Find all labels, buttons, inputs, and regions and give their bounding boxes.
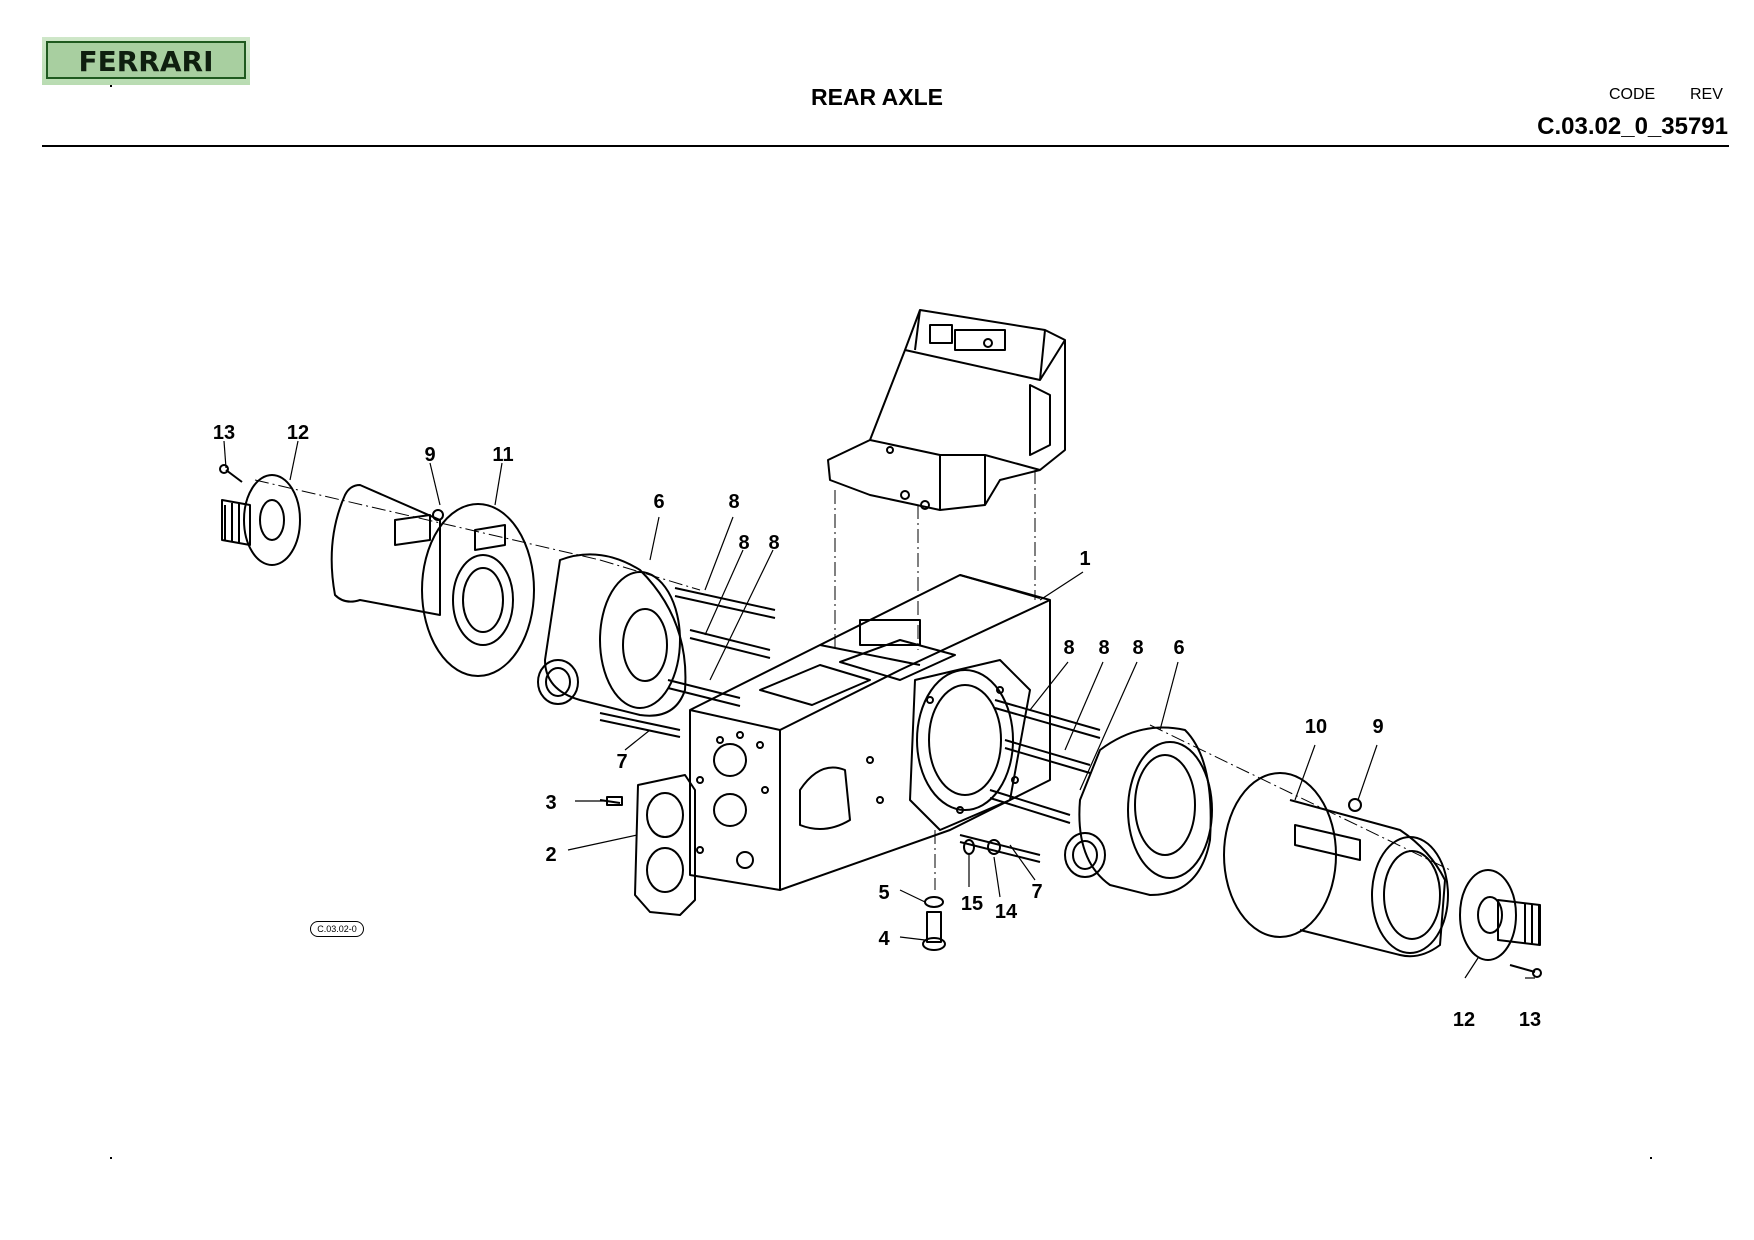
leader-lines (223, 440, 1535, 979)
callout-4: 4 (878, 928, 890, 950)
callout-5: 5 (878, 882, 889, 904)
callout-15: 15 (961, 893, 983, 915)
callout-8-a: 8 (728, 491, 739, 513)
callout-13-right: 13 (1519, 1009, 1541, 1031)
left-trumpet-housing (330, 484, 535, 677)
callout-2: 2 (545, 844, 556, 866)
logo-text: FERRARI (78, 45, 214, 78)
registration-mark (110, 1157, 112, 1159)
callout-8-d: 8 (1063, 637, 1074, 659)
rev-label: REV (1690, 86, 1723, 103)
callout-13-left: 13 (213, 422, 235, 444)
assembly-axes (254, 470, 1451, 890)
callout-11: 11 (492, 444, 513, 466)
right-brake-housing (1064, 726, 1213, 896)
callout-12-left: 12 (287, 422, 309, 444)
callout-8-b: 8 (738, 532, 749, 554)
callout-9-left: 9 (424, 444, 435, 466)
right-bolt (1509, 964, 1542, 978)
callout-1: 1 (1079, 548, 1090, 570)
brand-logo: FERRARI (42, 37, 250, 85)
callout-10: 10 (1305, 716, 1327, 738)
reference-badge: C.03.02-0 (310, 921, 364, 937)
cover-plate (634, 774, 696, 916)
drain-plug (922, 911, 946, 951)
callout-6-right: 6 (1173, 637, 1184, 659)
registration-mark (1650, 1157, 1652, 1159)
logo-plate: FERRARI (46, 41, 246, 79)
callout-3: 3 (545, 792, 556, 814)
callout-7-left: 7 (616, 751, 627, 773)
code-label: CODE (1609, 86, 1656, 103)
callout-9-right: 9 (1372, 716, 1383, 738)
callout-14: 14 (995, 901, 1018, 923)
callout-7-right: 7 (1031, 881, 1042, 903)
left-bolt (219, 464, 243, 483)
callout-6-left: 6 (653, 491, 664, 513)
callout-12-right: 12 (1453, 1009, 1475, 1031)
right-studs (959, 699, 1101, 863)
frame-bracket (827, 309, 1066, 511)
code-value: C.03.02_0_35791 (1537, 113, 1728, 140)
callout-8-e: 8 (1098, 637, 1109, 659)
left-brake-housing (537, 553, 687, 717)
right-trumpet-housing (1223, 772, 1449, 958)
callout-8-c: 8 (768, 532, 779, 554)
callout-8-f: 8 (1132, 637, 1143, 659)
left-hub-flange (221, 474, 301, 566)
page-title: REAR AXLE (810, 84, 944, 110)
registration-mark (110, 85, 112, 87)
left-studs (599, 587, 776, 738)
right-hub-flange (1459, 869, 1541, 961)
callouts: 13 12 9 11 6 8 8 8 1 8 8 8 6 10 9 7 3 2 … (213, 422, 1541, 1031)
header-divider (42, 145, 1729, 147)
central-housing (689, 574, 1051, 891)
